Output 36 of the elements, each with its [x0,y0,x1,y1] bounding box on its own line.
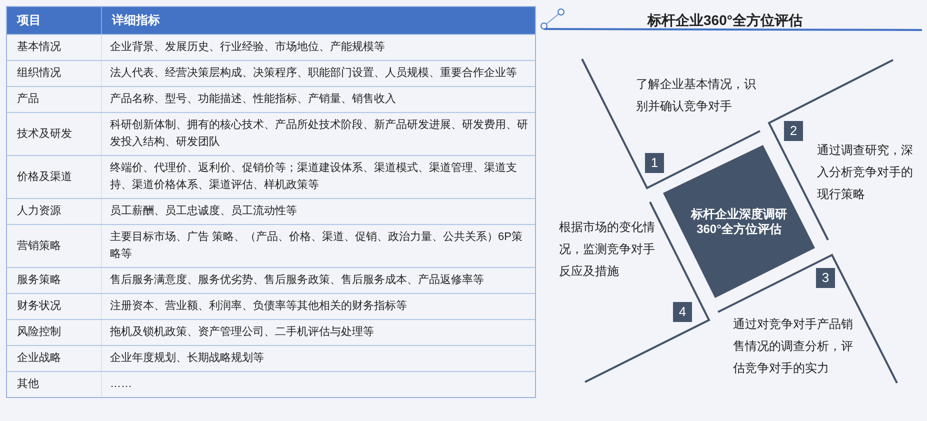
table-cell-text: 科研创新体制、拥有的核心技术、产品所处技术阶段、新产品研发进展、研发费用、研发投入结构、研发团队 [110,118,529,150]
number-badge: 3 [816,268,835,288]
number-badge: 1 [645,153,664,173]
node-label: 标杆企业深度调研360°全方位评估 [691,206,787,236]
table-cell-text: 服务策略 [17,273,61,288]
table-cell-text: 其他 [17,377,39,392]
description-text: 根据市场的变化情况，监测竞争对手反应及措施 [559,219,656,280]
table-cell-text: 法人代表、经营决策层构成、决策程序、职能部门设置、人员规模、重要合作企业等 [110,66,517,81]
table-cell-text: 员工薪酬、员工忠诚度、员工流动性等 [110,204,297,219]
table-header-cell: 项目 [7,7,102,34]
table-cell-text: 产品 [17,92,39,107]
table-cell-text: 企业背景、发展历史、行业经验、市场地位、产能规模等 [110,40,385,55]
table-cell-text: 售后服务满意度、服务优劣势、售后服务政策、售后服务成本、产品返修率等 [110,272,484,288]
table-cell-text: 企业战略 [17,351,61,366]
table-cell-text: 组织情况 [17,66,61,81]
table-cell-text: 注册资本、营业额、利润率、负债率等其他相关的财务指标等 [110,298,407,314]
table-cell-text: 终端价、代理价、返利价、促销价等；渠道建设体系、渠道模式、渠道管理、渠道支持、渠道价格体系、渠道评估、样机政策等 [110,160,518,193]
table-cell-text: 主要目标市场、广告 策略、（产品、价格、渠道、促销、政治力量、公共关系）6P策略等 [110,230,524,262]
number-badge: 4 [673,302,692,322]
table-cell-text: 营销策略 [17,238,61,254]
table-cell-text: 风险控制 [17,325,61,340]
table-cell-text: 基本情况 [17,40,61,55]
description-text: 了解企业基本情况，识别并确认竞争对手 [636,76,757,115]
table-cell-text: 人力资源 [17,204,61,219]
diagram-title: 标杆企业360°全方位评估 [646,11,804,29]
table-header-cell-text: 详细指标 [110,12,161,29]
table-cell-text: 财务状况 [17,299,61,314]
number-badge: 2 [784,121,803,141]
table-cell-text: 产品名称、型号、功能描述、性能指标、产销量、销售收入 [110,92,396,107]
table-cell-text: 企业年度规划、长期战略规划等 [110,350,264,366]
description-text: 通过调查研究，深入分析竞争对手的现行策略 [817,142,914,203]
table-cell-text: 拖机及锁机政策、资产管理公司、二手机评估与处理等 [110,324,374,340]
table-cell-text: 技术及研发 [17,126,72,142]
table-cell-text: …… [110,377,132,392]
table-cell-text: 价格及渠道 [17,170,72,184]
description-text: 通过对竞争对手产品销售情况的调查分析，评估竞争对手的实力 [733,316,854,377]
